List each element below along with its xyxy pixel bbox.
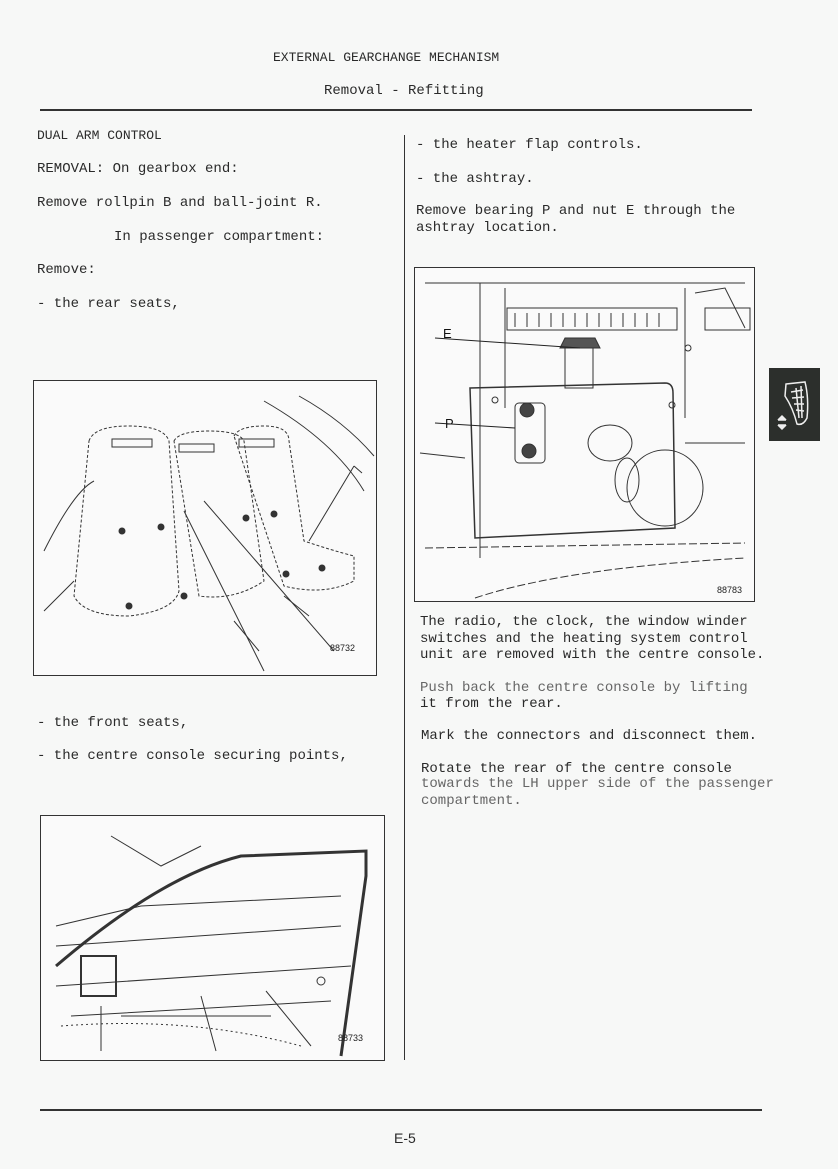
list-item: - the rear seats, (37, 296, 180, 312)
body-text: it from the rear. (420, 696, 563, 712)
seats-figure: 88732 (33, 380, 377, 676)
body-text: Mark the connectors and disconnect them. (421, 728, 758, 744)
body-text: towards the LH upper side of the passeng… (421, 776, 774, 792)
sub-heading: In passenger compartment: (114, 229, 325, 245)
section-tab (769, 368, 820, 441)
figure-ref: 88783 (717, 585, 743, 595)
body-text: The radio, the clock, the window winder (420, 614, 748, 630)
header-rule (40, 109, 752, 111)
step-text: Remove rollpin B and ball-joint R. (37, 195, 323, 211)
removal-heading: REMOVAL: On gearbox end: (37, 161, 239, 177)
list-item: - the front seats, (37, 715, 189, 731)
ashtray-figure: E P 88783 (414, 267, 755, 602)
list-item: - the centre console securing points, (37, 748, 348, 764)
column-divider (404, 135, 406, 1060)
footer-rule (40, 1109, 762, 1111)
page-number: E-5 (394, 1130, 416, 1146)
figure-ref: 88733 (338, 1033, 364, 1043)
label-e: E (443, 326, 452, 341)
body-text: switches and the heating system control (420, 631, 748, 647)
list-item: - the ashtray. (416, 171, 534, 187)
body-text: Push back the centre console by lifting (420, 680, 748, 696)
body-text: Rotate the rear of the centre console (421, 761, 732, 777)
console-figure: 88733 (40, 815, 385, 1061)
body-text: ashtray location. (416, 220, 559, 236)
list-item: - the heater flap controls. (416, 137, 643, 153)
label-p: P (445, 416, 454, 431)
body-text: Remove bearing P and nut E through the (416, 203, 736, 219)
remove-label: Remove: (37, 262, 96, 278)
section-title: DUAL ARM CONTROL (37, 128, 162, 143)
page-subtitle: Removal - Refitting (324, 83, 484, 99)
figure-ref: 88732 (330, 643, 356, 653)
body-text: compartment. (421, 793, 522, 809)
gear-lever-icon (777, 381, 809, 431)
page-title: EXTERNAL GEARCHANGE MECHANISM (273, 50, 500, 65)
body-text: unit are removed with the centre console… (420, 647, 765, 663)
